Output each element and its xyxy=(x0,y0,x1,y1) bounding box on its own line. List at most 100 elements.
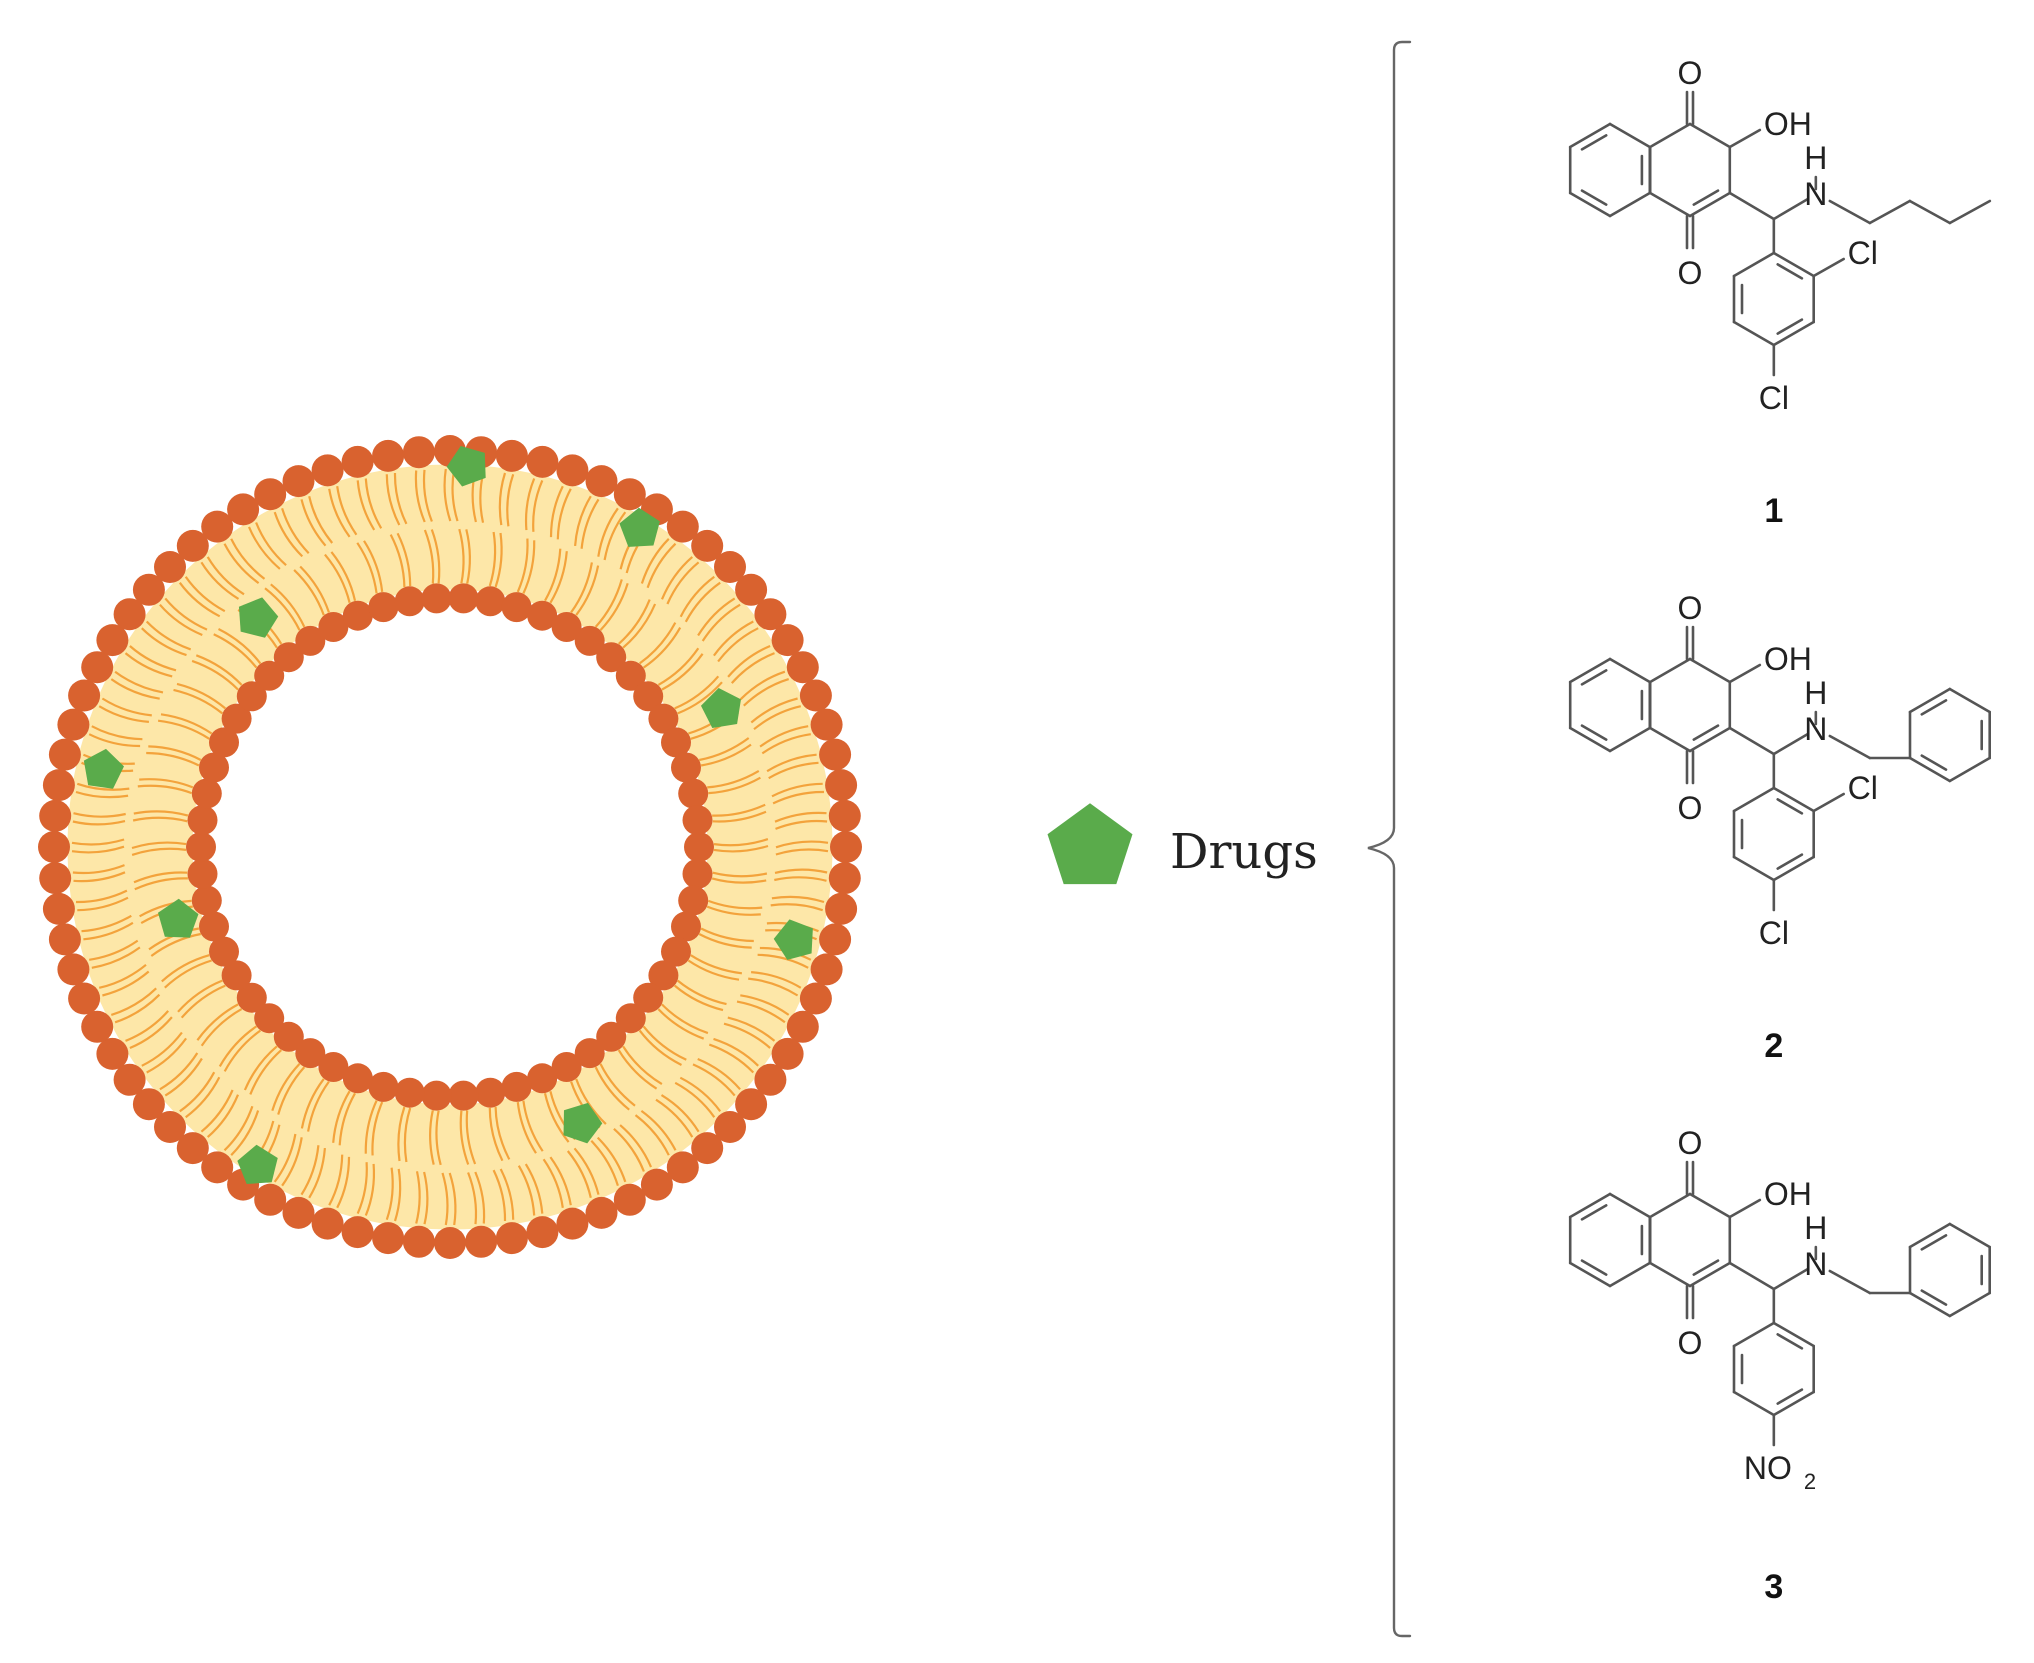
atom-label: O xyxy=(1678,255,1703,291)
lipid-head xyxy=(254,1003,285,1034)
lipid-tail xyxy=(465,1110,477,1165)
lipid-tail xyxy=(679,1076,722,1112)
bond xyxy=(1728,1261,1776,1291)
lipid-head xyxy=(48,738,81,771)
lipid-tail xyxy=(200,1008,243,1047)
drug-legend: Drugs xyxy=(1047,803,1318,885)
lipid-head xyxy=(556,1207,589,1240)
lipid-head xyxy=(613,1183,646,1216)
atom-label: H xyxy=(1804,1210,1827,1246)
lipid-tail xyxy=(573,1147,600,1195)
bond xyxy=(1688,1192,1732,1219)
lipid-tail xyxy=(223,1029,261,1072)
lipid-tail xyxy=(110,987,157,1016)
lipid-tail xyxy=(414,470,426,523)
lipid-tail xyxy=(281,507,310,554)
lipid-head xyxy=(113,598,146,631)
lipid-head xyxy=(342,1063,373,1094)
lipid-tail xyxy=(549,551,568,604)
bond xyxy=(1568,1192,1612,1219)
lipid-tail xyxy=(164,959,212,989)
lipid-tail xyxy=(775,848,829,856)
lipid-head xyxy=(613,478,646,511)
bond xyxy=(1568,1261,1612,1288)
bond xyxy=(1580,134,1608,151)
lipid-head xyxy=(39,799,72,832)
lipid-tail xyxy=(195,654,243,686)
lipid-tail xyxy=(516,1101,537,1154)
atom-label: O xyxy=(1678,590,1703,626)
lipid-tail xyxy=(677,979,727,1006)
lipid-head xyxy=(501,1071,532,1102)
lipid-head xyxy=(830,831,862,863)
lipid-head xyxy=(526,445,559,478)
lipid-tail xyxy=(139,899,192,918)
lipid-tail xyxy=(441,1172,449,1226)
bond xyxy=(1568,122,1612,149)
bond xyxy=(1608,726,1652,753)
lipid-head xyxy=(81,651,114,684)
lipid-head xyxy=(527,1063,558,1094)
lipid-tail xyxy=(88,733,141,748)
lipid-tail xyxy=(596,1136,627,1183)
lipid-head xyxy=(282,465,315,498)
bond xyxy=(1776,798,1804,815)
lipid-head xyxy=(191,885,222,916)
lipid-tail xyxy=(141,1031,183,1067)
atom-label: OH xyxy=(1764,641,1812,677)
atom-label: H xyxy=(1804,140,1827,176)
lipid-head xyxy=(678,778,709,809)
lipid-tail xyxy=(713,620,754,657)
lipid-tail xyxy=(73,871,126,883)
lipid-head xyxy=(771,624,804,657)
lipid-head xyxy=(754,1063,787,1096)
lipid-head xyxy=(254,478,287,511)
lipid-tail xyxy=(385,474,401,526)
lipid-tail xyxy=(332,1090,351,1143)
lipid-head xyxy=(273,1021,304,1052)
lipid-head xyxy=(671,911,701,942)
lipid-tail xyxy=(494,532,503,588)
bond xyxy=(1688,657,1732,684)
lipid-head xyxy=(585,1196,618,1229)
lipid-head xyxy=(615,660,646,691)
bond xyxy=(1948,756,1991,783)
lipid-tail xyxy=(748,977,799,997)
lipid-head xyxy=(810,953,843,986)
lipid-tail xyxy=(125,1010,170,1042)
bond xyxy=(1732,320,1776,347)
lipid-head xyxy=(311,1207,344,1240)
lipid-tail xyxy=(770,903,824,912)
bond xyxy=(1776,263,1804,280)
lipid-tail xyxy=(488,531,497,587)
bond xyxy=(1772,197,1810,221)
lipid-tail xyxy=(145,620,192,651)
lipid-head xyxy=(318,612,349,642)
atom-label: Cl xyxy=(1848,235,1878,271)
lipid-tail xyxy=(230,1110,260,1156)
bond xyxy=(1772,320,1815,347)
lipid-tail xyxy=(98,963,147,989)
lipid-head xyxy=(527,600,558,631)
bond xyxy=(1908,199,1952,225)
lipid-tail xyxy=(723,1022,771,1049)
compound-number: 3 xyxy=(1764,1568,1783,1606)
lipid-tail xyxy=(708,899,763,910)
lipid-tail xyxy=(281,1137,303,1187)
lipid-tail xyxy=(543,1093,570,1143)
bond xyxy=(1948,1291,1991,1318)
bond xyxy=(1728,663,1762,684)
lipid-tail xyxy=(230,538,266,580)
lipid-head xyxy=(227,493,260,526)
lipid-tail xyxy=(674,1081,716,1118)
lipid-tail xyxy=(638,1029,682,1066)
lipid-tail xyxy=(708,1043,755,1074)
lipid-tail xyxy=(218,1025,258,1067)
lipid-tail xyxy=(164,597,208,631)
lipid-head xyxy=(394,586,425,617)
lipid-tail xyxy=(619,1124,653,1168)
lipid-tail xyxy=(556,488,572,540)
lipid-tail xyxy=(575,1078,607,1125)
bond xyxy=(1580,669,1608,686)
lipid-head xyxy=(96,1037,129,1070)
